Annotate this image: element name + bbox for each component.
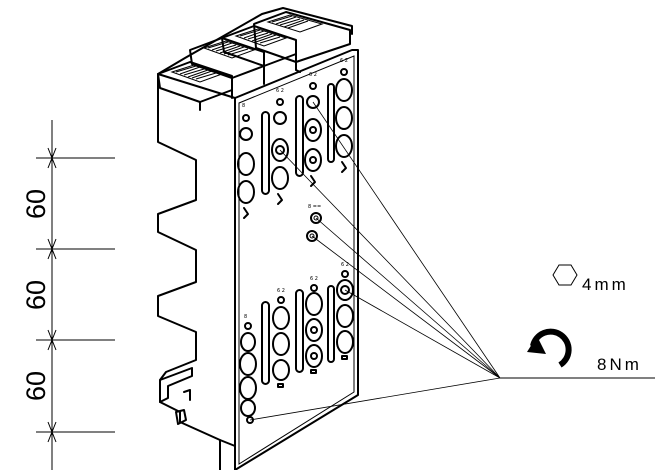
svg-text:8: 8 [242, 103, 245, 109]
dimension-label-1: 60 [21, 189, 51, 219]
terminal-slot [261, 111, 270, 195]
spec-annotations: 4mm 8Nm [527, 264, 642, 374]
svg-text:6 2: 6 2 [276, 88, 284, 94]
terminal-column: 6 2 [305, 276, 323, 374]
dimension-arrows [47, 147, 57, 443]
terminal-slot [327, 285, 335, 363]
terminal-column: 8 [239, 314, 257, 424]
terminal-slot [295, 289, 304, 373]
svg-text:6 2: 6 2 [341, 262, 349, 268]
terminal-center: 8 == [306, 204, 322, 242]
terminal-slot [295, 95, 304, 177]
leader-lines [249, 101, 655, 421]
mounting-foot [159, 367, 193, 425]
dimension-label-2: 60 [21, 280, 51, 310]
svg-text:8 ==: 8 == [308, 204, 321, 210]
terminal-column: 8 [237, 103, 255, 219]
block-front-border [238, 55, 355, 465]
block-front-face [234, 49, 359, 470]
terminals-upper: 8 6 2 6 2 [237, 58, 353, 242]
terminal-caps [157, 11, 351, 111]
terminal-column: 6 2 [272, 288, 290, 388]
block-side-profile [157, 73, 236, 470]
terminal-column: 6 2 [336, 262, 354, 360]
terminal-slot [327, 83, 335, 163]
svg-text:6 2: 6 2 [310, 276, 318, 282]
torque-label: 8Nm [597, 355, 642, 374]
terminal-column: 6 2 [271, 88, 289, 205]
dimension-chain: 60 60 60 [21, 120, 115, 470]
svg-text:8: 8 [244, 314, 247, 320]
hex-key-label: 4mm [582, 275, 629, 294]
terminal-slot [261, 301, 270, 385]
terminals-lower: 8 6 2 6 2 [239, 262, 354, 424]
svg-text:6 2: 6 2 [309, 72, 317, 78]
svg-text:6 2: 6 2 [340, 58, 348, 64]
hexagon-icon [552, 264, 578, 286]
dimension-label-3: 60 [21, 371, 51, 401]
rotate-clockwise-arrow-icon [527, 328, 572, 368]
svg-text:6 2: 6 2 [277, 288, 285, 294]
terminal-column: 6 2 [304, 72, 322, 187]
block-top-edge [157, 7, 353, 75]
block-bottom-edge [219, 439, 236, 470]
terminal-column: 6 2 [335, 58, 353, 173]
